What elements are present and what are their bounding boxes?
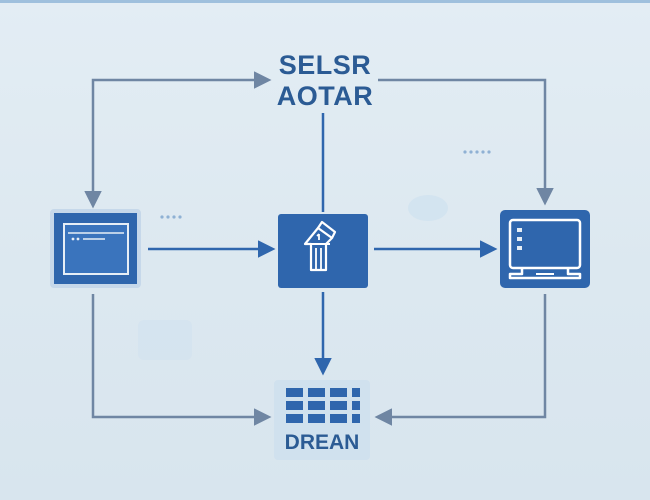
background-blob (138, 320, 192, 360)
browser-window-icon (63, 223, 129, 275)
dots-decoration (160, 150, 491, 219)
grid-table-icon (286, 388, 360, 423)
connector-title-to-monitor (378, 78, 554, 206)
connector-monitor-to-database (374, 294, 547, 426)
monitor-icon (508, 218, 582, 280)
top-edge (0, 0, 650, 3)
title-line-1: SELSR (278, 50, 372, 80)
monitor-node[interactable] (500, 210, 590, 288)
diagram-title: SELSR AOTAR (250, 50, 400, 112)
background-blob (408, 195, 448, 221)
gateway-building-icon (303, 220, 337, 272)
title-line-2: AOTAR (276, 81, 374, 111)
connector-browser-to-title (84, 71, 272, 209)
database-label: DREAN (284, 431, 360, 454)
gateway-node[interactable] (278, 214, 368, 288)
database-node[interactable]: DREAN (274, 380, 370, 460)
browser-window-node[interactable] (50, 209, 141, 288)
connector-browser-to-database (91, 294, 272, 426)
